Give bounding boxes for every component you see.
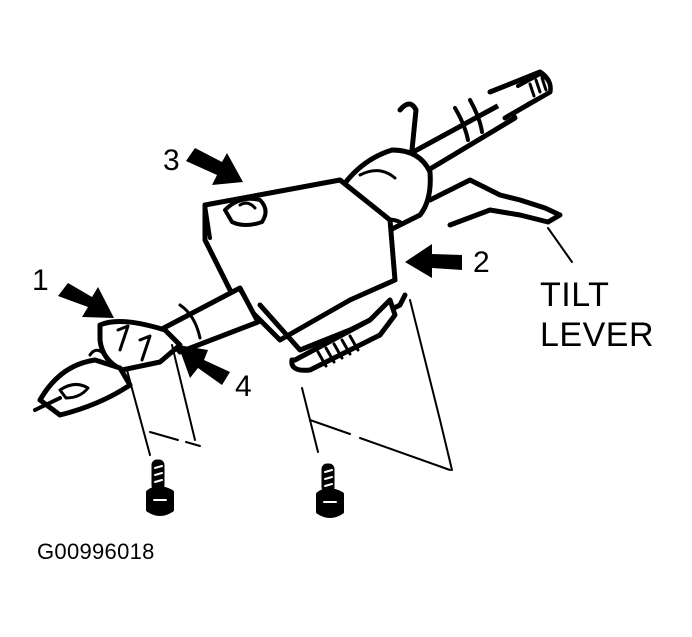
- lower-joint: [33, 319, 183, 418]
- callout-arrow-2: [405, 244, 462, 278]
- tilt-spring: [289, 297, 398, 373]
- tilt-lever-label-line1: TILT: [540, 276, 610, 314]
- callout-label-3: 3: [163, 144, 180, 177]
- callout-label-1: 1: [32, 264, 49, 297]
- column-body: [202, 177, 408, 353]
- tilt-lever: [427, 177, 573, 263]
- figure-id: G00996018: [37, 539, 155, 564]
- callout-label-2: 2: [473, 246, 490, 279]
- callout-arrow-3: [186, 148, 243, 185]
- mounting-bolt-left: [146, 459, 174, 516]
- callout-label-4: 4: [235, 370, 252, 403]
- callout-arrow-1: [58, 283, 114, 318]
- tilt-lever-label-line2: LEVER: [540, 316, 654, 354]
- callout-arrow-4: [178, 345, 230, 385]
- mounting-guide-lines: [126, 299, 453, 471]
- mounting-bolt-right: [316, 463, 344, 518]
